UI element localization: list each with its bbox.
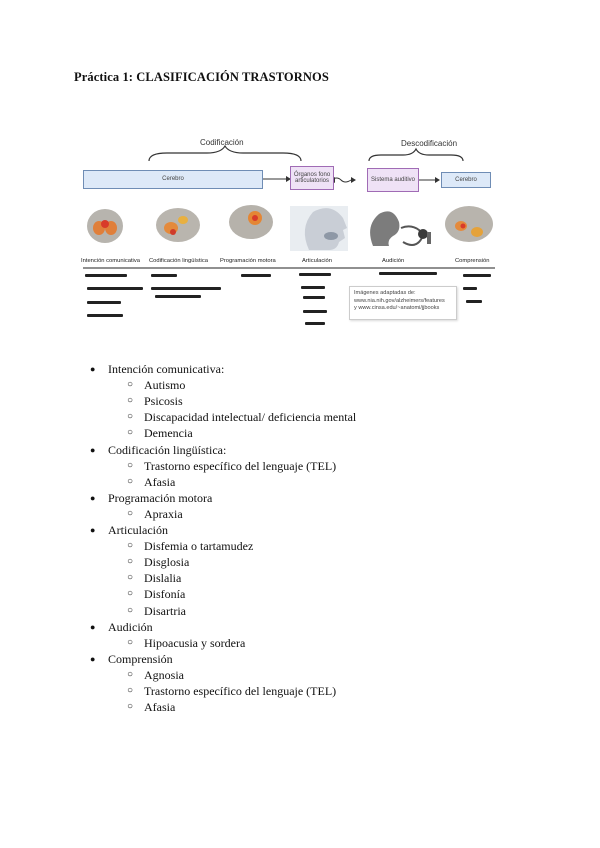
circle-bullet-icon: ○ (127, 507, 134, 519)
circle-bullet-icon: ○ (127, 701, 134, 713)
sub-item: Discapacidad intelectual/ deficiencia me… (144, 410, 357, 425)
stage-label-articulacion: Articulación (302, 258, 332, 264)
circle-bullet-icon: ○ (127, 540, 134, 552)
redacted-mark (466, 300, 482, 303)
redacted-mark (463, 274, 491, 277)
ear-image (363, 208, 431, 252)
circle-bullet-icon: ○ (127, 685, 134, 696)
stage-label-comprension: Comprensión (455, 258, 490, 264)
brain-image-1 (87, 209, 123, 243)
section-heading: Comprensión (108, 651, 173, 666)
redacted-mark (305, 322, 325, 325)
circle-bullet-icon: ○ (127, 379, 134, 391)
credit-line: www.nia.nih.gov/alzheimers/features (354, 297, 445, 304)
wave-arrow-head (351, 177, 356, 183)
sub-item: Dislalia (144, 571, 182, 586)
sub-item: Disfonía (144, 587, 186, 602)
redacted-mark (155, 295, 201, 298)
circle-bullet-icon: ○ (127, 556, 134, 568)
section-heading: Codificación lingüística: (108, 442, 227, 457)
head-articulation-image (290, 206, 348, 251)
sub-item: Disfemia o tartamudez (144, 539, 254, 554)
stage-label-programacion: Programación motora (220, 258, 276, 264)
codificacion-label: Codificación (200, 138, 244, 147)
bullet-icon: ● (90, 444, 96, 455)
arrow-2-head (435, 177, 440, 183)
credit-line: Imágenes adaptadas de: (354, 290, 416, 296)
descodificacion-brace (368, 147, 464, 162)
section-heading: Programación motora (108, 490, 213, 505)
circle-bullet-icon: ○ (127, 475, 134, 487)
circle-bullet-icon: ○ (127, 395, 134, 407)
bullet-icon: ● (90, 364, 96, 374)
section-heading: Articulación (108, 523, 168, 537)
circle-bullet-icon: ○ (127, 636, 134, 648)
circle-bullet-icon: ○ (127, 668, 134, 680)
sub-item: Trastorno específico del lenguaje (TEL) (144, 458, 337, 473)
sub-item: Afasia (144, 700, 176, 715)
brain-image-6 (445, 206, 493, 242)
redacted-mark (151, 274, 177, 277)
bullet-icon: ● (90, 525, 96, 535)
sub-item: Agnosia (144, 667, 184, 682)
sub-item: Demencia (144, 426, 193, 441)
image-credit-note: Imágenes adaptadas de: www.nia.nih.gov/a… (349, 286, 457, 320)
sistema-auditivo-box: Sistema auditivo (367, 168, 419, 192)
redacted-mark (151, 287, 221, 290)
stage-label-intencion: Intención comunicativa (81, 258, 140, 264)
sub-item: Apraxia (144, 506, 183, 521)
redacted-mark (379, 272, 437, 275)
sub-item: Autismo (144, 378, 186, 393)
cerebro-box-left: Cerebro (83, 170, 263, 189)
redacted-mark (87, 287, 143, 290)
circle-bullet-icon: ○ (127, 572, 134, 584)
redacted-mark (301, 286, 325, 289)
bullet-icon: ● (90, 492, 96, 503)
circle-bullet-icon: ○ (127, 427, 134, 439)
redacted-mark (463, 287, 477, 290)
sub-item: Afasia (144, 474, 176, 489)
bullet-icon: ● (90, 653, 96, 664)
redacted-mark (85, 274, 127, 277)
section-heading: Audición (108, 619, 153, 634)
circle-bullet-icon: ○ (127, 411, 134, 423)
descodificacion-label: Descodificación (401, 139, 458, 148)
redacted-mark (303, 296, 325, 299)
section-heading: Intención comunicativa: (108, 362, 225, 376)
redacted-mark (303, 310, 327, 313)
figure-lines (83, 144, 495, 269)
cerebro-box-right: Cerebro (441, 172, 491, 188)
codificacion-brace (148, 144, 302, 162)
redacted-mark (241, 274, 271, 277)
redacted-mark (87, 314, 123, 317)
redacted-mark (87, 301, 121, 304)
brain-image-2 (156, 208, 200, 242)
credit-line: y www.cinsa.edu/~anatomi/jjbooks (354, 305, 440, 312)
bullet-icon: ● (90, 621, 96, 632)
circle-bullet-icon: ○ (127, 459, 134, 471)
stage-label-audicion: Audición (382, 258, 405, 264)
sub-item: Psicosis (144, 394, 183, 409)
organos-box: Órganos fono articulatorios (290, 166, 334, 190)
sub-item: Disglosia (144, 555, 190, 570)
circle-bullet-icon: ○ (127, 588, 134, 600)
arrow-1-head (286, 176, 291, 182)
page-title: Práctica 1: CLASIFICACIÓN TRASTORNOS (74, 70, 329, 84)
sub-item: Disartria (144, 603, 186, 618)
sub-item: Hipoacusia y sordera (144, 635, 246, 650)
sub-item: Trastorno específico del lenguaje (TEL) (144, 684, 337, 698)
redacted-mark (299, 273, 331, 276)
circle-bullet-icon: ○ (127, 604, 134, 616)
stage-label-codificacion: Codificación lingüística (149, 258, 208, 264)
speech-chain-figure: Codificación Descodificación Cerebro Órg… (81, 128, 495, 350)
brain-image-3 (229, 205, 273, 239)
